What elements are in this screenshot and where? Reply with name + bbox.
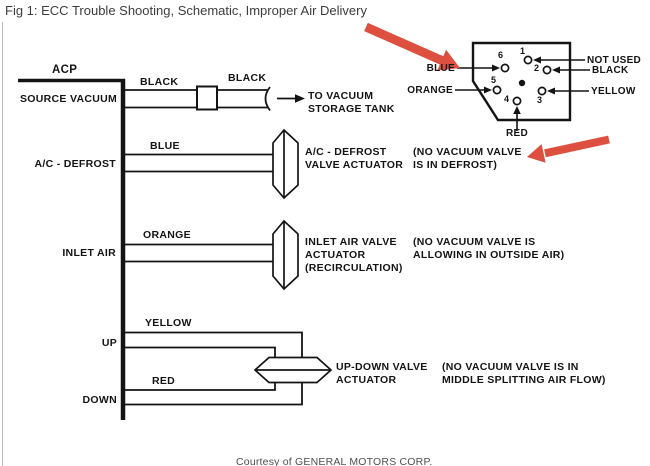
pin-number-6: 6 [498,50,504,60]
ac-defrost-port-label: A/C - DEFROST [34,158,116,170]
connector-red-label: RED [505,128,528,139]
up-down-actuator-symbol [253,356,333,384]
hose-black-label-2: BLACK [228,72,267,84]
inlet-air-note: (NO VACUUM VALVE IS ALLOWING IN OUTSIDE … [413,236,565,261]
connector-pin-arrows [455,59,590,131]
annotation-arrow-defrost-note [527,135,610,163]
courtesy-credit: Courtesy of GENERAL MOTORS CORP. [236,456,433,466]
pin-number-5: 5 [491,75,497,85]
inlet-air-hose [125,243,280,263]
up-down-hose [125,331,303,406]
pin-number-1: 1 [520,46,526,56]
connector-pin-arrowheads [484,56,560,114]
down-port-label: DOWN [82,394,117,406]
port-4 [512,96,522,106]
port-2 [542,65,552,75]
inlet-air-actuator-symbol [272,219,299,291]
connector-ports [492,55,552,106]
source-vacuum-label: SOURCE VACUUM [20,93,118,105]
ac-defrost-actuator-symbol [272,128,299,200]
storage-tank-arrowhead [295,94,305,103]
ac-defrost-hose [125,153,280,173]
orange-wire-label: ORANGE [143,229,191,241]
annotation-arrow-connector [364,22,460,71]
blue-wire-label: BLUE [150,140,180,152]
ac-defrost-actuator-label: A/C - DEFROST VALVE ACTUATOR [305,146,404,171]
pin-number-4: 4 [504,94,510,104]
port-1 [523,55,533,65]
red-wire-label: RED [152,375,176,387]
ac-defrost-note: (NO VACUUM VALVE IS IN DEFROST) [413,146,522,171]
inlet-air-port-label: INLET AIR [62,247,116,259]
up-port-label: UP [101,337,117,349]
yellow-wire-label: YELLOW [145,317,192,329]
page-left-border [2,22,3,466]
pin-number-2: 2 [534,63,540,73]
pin-number-3: 3 [537,95,543,105]
up-down-actuator-label: UP-DOWN VALVE ACTUATOR [336,361,428,386]
source-vacuum-hose [125,85,297,112]
up-down-note: (NO VACUUM VALVE IS IN MIDDLE SPLITTING … [442,361,606,386]
acp-label: ACP [52,64,78,76]
acp-trunk-lines [18,78,126,420]
inlet-air-actuator-label: INLET AIR VALVE ACTUATOR (RECIRCULATION) [305,236,403,274]
hose-black-label-1: BLACK [140,76,179,88]
port-6 [500,63,510,73]
storage-tank-label: TO VACUUM STORAGE TANK [308,90,395,115]
figure-title: Fig 1: ECC Trouble Shooting, Schematic, … [5,3,367,18]
connector-black-label: BLACK [592,65,629,76]
port-5 [492,85,502,95]
connector-center-dot [518,79,526,87]
connector-yellow-label: YELLOW [591,86,636,97]
connector-orange-label: ORANGE [407,85,453,96]
port-3 [537,86,547,96]
connector-blue-label: BLUE [426,63,455,74]
connector-not-used-label: NOT USED [587,55,642,66]
